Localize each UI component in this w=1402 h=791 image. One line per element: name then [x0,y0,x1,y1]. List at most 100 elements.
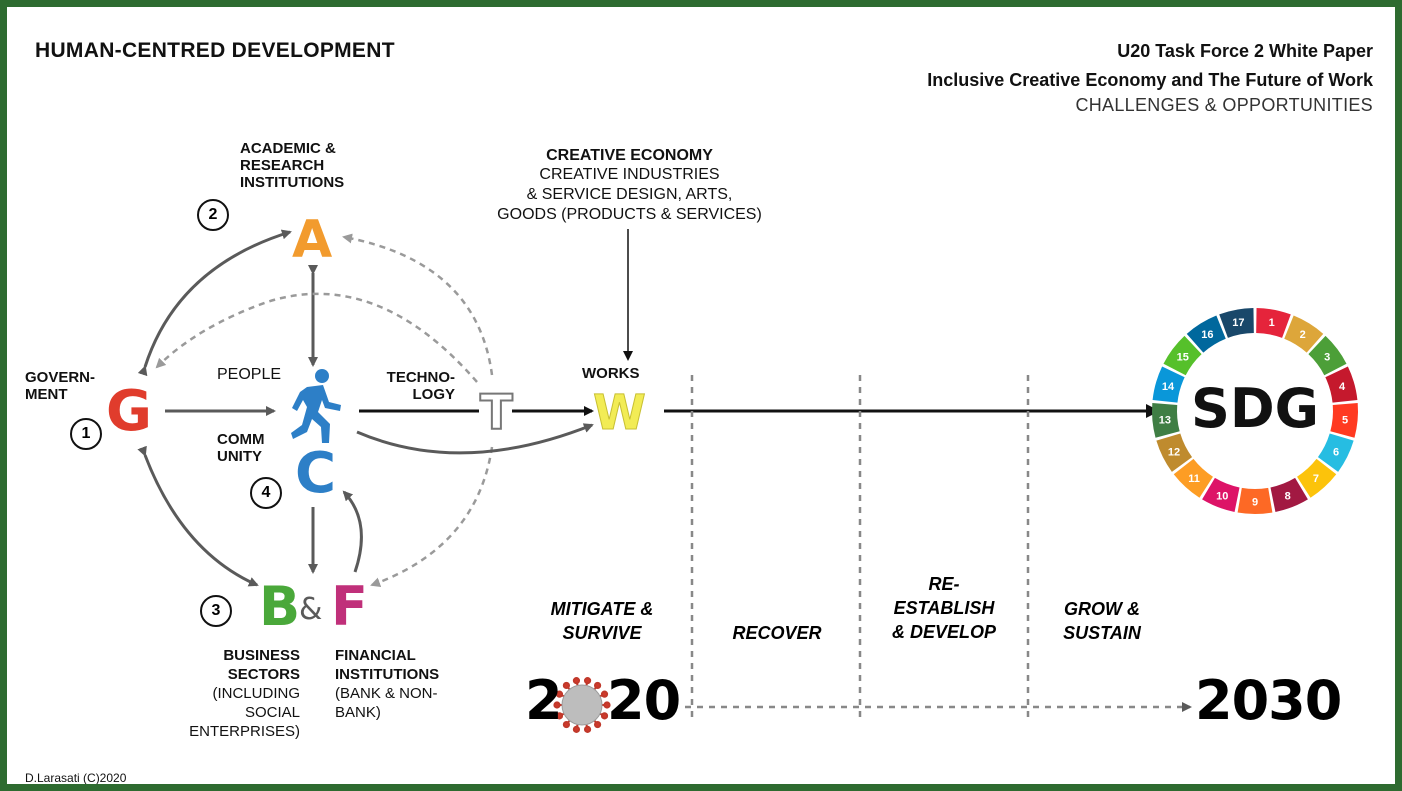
creative-economy-line3: GOODS (PRODUCTS & SERVICES) [497,206,762,223]
technology-label: TECHNO- LOGY [362,369,455,403]
business-letter: B [259,575,301,638]
phase-reestablish-line1: RE- [928,574,960,594]
sdg-number-15: 15 [1177,351,1189,363]
dashed-t-f [370,446,494,587]
dashed-t-a [342,233,494,376]
credit: D.Larasati (C)2020 [25,771,127,785]
community-label-line1: COMM [217,431,265,448]
header-paper-title: U20 Task Force 2 White Paper [1117,41,1373,61]
arrow-g-b [137,445,259,587]
sdg-number-17: 17 [1232,317,1244,329]
sdg-number-1: 1 [1269,317,1275,329]
sdg-number-11: 11 [1188,473,1200,485]
phase-reestablish-line2: ESTABLISH [893,598,995,618]
creative-economy-line1: CREATIVE INDUSTRIES [539,166,720,183]
sdg-label: SDG [1190,377,1320,440]
sdg-number-12: 12 [1168,446,1180,458]
sdg-number-8: 8 [1285,490,1291,502]
sdg-segment-8 [1270,477,1308,512]
sdg-segment-4 [1325,366,1358,403]
academic-label: ACADEMIC & RESEARCH INSTITUTIONS [240,140,344,191]
ampersand: & [299,592,323,627]
sdg-segment-15 [1163,335,1202,376]
government-label-line2: MENT [25,386,68,403]
phase-grow-line2: SUSTAIN [1063,623,1141,643]
sdg-number-5: 5 [1342,414,1348,426]
financial-label-line2: INSTITUTIONS [335,666,440,683]
government-label-line1: GOVERN- [25,369,96,386]
sdg-number-10: 10 [1216,490,1228,502]
arrow-people-w [356,423,594,455]
academic-label-line2: RESEARCH [240,157,325,174]
sdg-segment-10 [1202,477,1240,512]
year-start-digit: 2 [525,669,563,732]
creative-economy-title: CREATIVE ECONOMY [546,147,713,164]
creative-economy-line2: & SERVICE DESIGN, ARTS, [526,186,733,203]
works-label: WORKS [582,365,640,382]
number-badge-1: 1 [70,418,102,450]
sdg-segment-11 [1173,458,1213,498]
phase-grow: GROW & SUSTAIN [1037,597,1167,645]
sdg-segment-12 [1156,433,1193,472]
phase-reestablish-line3: & DEVELOP [891,622,997,642]
page-title: HUMAN-CENTRED DEVELOPMENT [35,39,395,62]
sdg-number-13: 13 [1159,414,1171,426]
sdg-segment-16 [1186,315,1226,353]
sdg-number-4: 4 [1339,381,1346,393]
sdg-number-2: 2 [1300,329,1306,341]
technology-letter: T [479,384,514,442]
year-start-rest: 20 [607,669,681,732]
community-label-line2: UNITY [217,448,262,465]
sdg-number-9: 9 [1252,497,1258,509]
sdg-segment-1 [1256,308,1291,338]
number-badge-3: 3 [200,595,232,627]
sdg-number-3: 3 [1324,351,1330,363]
academic-letter: A [292,210,333,270]
arrow-f-c [342,490,363,573]
sdg-number-6: 6 [1333,446,1339,458]
financial-label-line1: FINANCIAL [335,647,416,664]
community-letter: C [295,441,337,506]
business-label-line3: (INCLUDING [212,685,300,702]
financial-label-line3: (BANK & NON- [335,685,438,702]
number-badge-2: 2 [197,199,229,231]
arrow-g-a [137,229,292,377]
business-label: BUSINESS SECTORS (INCLUDING SOCIAL ENTER… [157,646,300,741]
header-tagline: CHALLENGES & OPPORTUNITIES [1075,95,1373,115]
business-label-line2: SECTORS [227,666,300,683]
government-label: GOVERN- MENT [25,369,95,403]
header-subtitle: Inclusive Creative Economy and The Futur… [927,70,1373,90]
technology-label-line2: LOGY [412,386,455,403]
sdg-segment-14 [1152,366,1185,403]
phase-mitigate-line1: MITIGATE & [550,599,654,619]
sdg-segment-7 [1297,458,1337,498]
sdg-segment-2 [1284,315,1324,353]
phase-mitigate-line2: SURVIVE [562,623,642,643]
sdg-number-7: 7 [1313,473,1319,485]
sdg-segment-13 [1151,403,1180,438]
phase-recover-line: RECOVER [732,623,822,643]
people-label: PEOPLE [217,366,282,383]
technology-label-line1: TECHNO- [386,369,455,386]
year-end: 2030 [1195,669,1342,732]
dashed-t-g [155,292,478,383]
financial-label-line4: BANK) [335,704,381,721]
sdg-segment-5 [1330,403,1358,438]
business-label-line4: SOCIAL [244,704,300,721]
sdg-segment-6 [1317,433,1354,472]
government-letter: G [106,379,152,444]
financial-label: FINANCIAL INSTITUTIONS (BANK & NON- BANK… [335,646,439,722]
sdg-segment-9 [1237,487,1273,514]
financial-letter: F [331,575,368,638]
virus-icon [553,677,611,733]
works-letter: W [593,385,647,442]
sdg-number-14: 14 [1162,381,1175,393]
business-label-line1: BUSINESS [223,647,300,664]
phase-recover: RECOVER [697,621,857,645]
sdg-segment-3 [1308,335,1347,376]
academic-label-line1: ACADEMIC & [240,140,336,157]
runner-icon [291,369,341,443]
